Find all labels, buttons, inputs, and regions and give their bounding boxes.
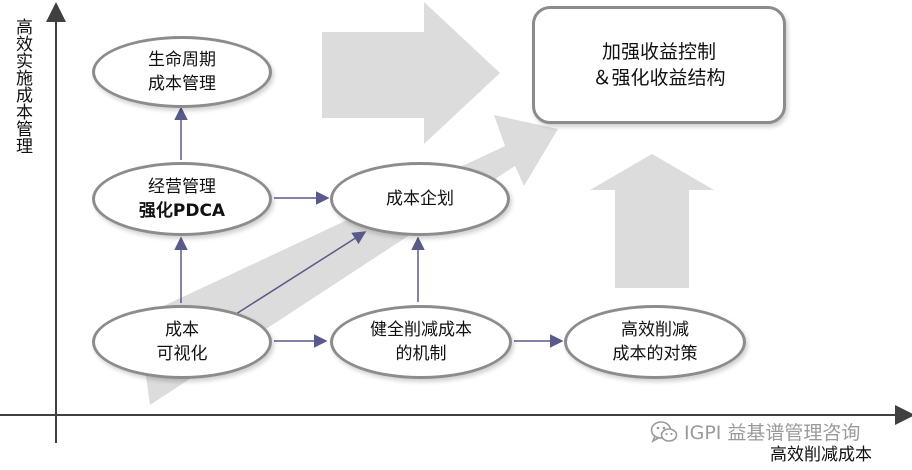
node-cost-reduction-mechanism: 健全削减成本 的机制 xyxy=(330,305,512,379)
node-pdca: 经营管理 强化PDCA xyxy=(92,162,272,236)
goal-box: 加强收益控制 ＆强化收益结构 xyxy=(532,6,786,124)
node-lifecycle-line2: 成本管理 xyxy=(148,74,216,94)
node-cost-visualization: 成本 可视化 xyxy=(92,305,272,379)
node-cost-countermeasure: 高效削减 成本的对策 xyxy=(564,305,746,379)
big-arrow-up xyxy=(590,154,714,288)
node-pdca-line2: 强化PDCA xyxy=(138,201,226,221)
node-lifecycle-line1: 生命周期 xyxy=(148,50,216,70)
node-cost-planning: 成本企划 xyxy=(330,162,510,236)
arrow-visual-to-planning xyxy=(235,231,367,315)
big-arrow-top xyxy=(322,2,500,144)
node-mechanism-line2: 的机制 xyxy=(395,344,447,364)
node-visual-line2: 可视化 xyxy=(156,344,208,364)
node-countermeasure-line2: 成本的对策 xyxy=(612,344,698,364)
node-mechanism-line1: 健全削减成本 xyxy=(370,320,472,340)
x-axis-label: 高效削减成本 xyxy=(770,445,872,465)
node-visual-line1: 成本 xyxy=(165,320,199,340)
goal-line1: 加强收益控制 xyxy=(601,41,716,63)
watermark-text: IGPI 益基谱管理咨询 xyxy=(684,422,861,444)
node-lifecycle-cost-management: 生命周期 成本管理 xyxy=(92,36,272,108)
node-countermeasure-line1: 高效削减 xyxy=(621,320,689,340)
wechat-icon xyxy=(650,420,678,443)
goal-line2: ＆强化收益结构 xyxy=(592,67,726,89)
y-axis-label: 高效实施成本管理 xyxy=(12,18,32,154)
watermark: IGPI 益基谱管理咨询 xyxy=(650,418,860,445)
node-pdca-line1: 经营管理 xyxy=(148,177,216,197)
node-planning-line1: 成本企划 xyxy=(386,189,454,209)
